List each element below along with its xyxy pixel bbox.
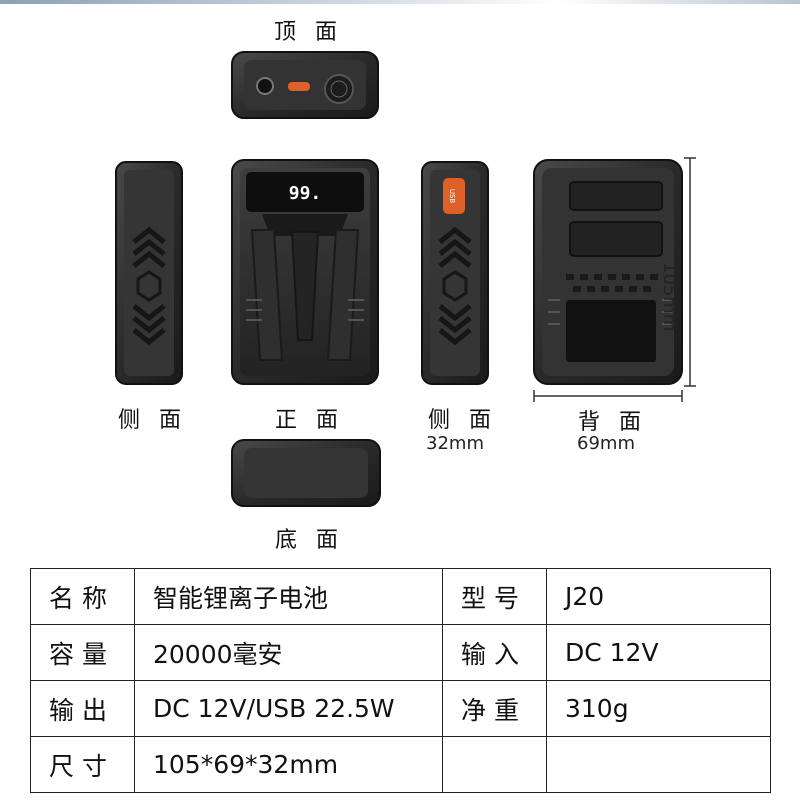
- table-row: 尺寸 105*69*32mm: [30, 736, 771, 793]
- fingerprint-button-icon: [324, 74, 354, 104]
- label-back-view: 背 面: [578, 410, 647, 435]
- dimension-width: 69mm: [577, 433, 635, 454]
- spec-label: [442, 736, 547, 793]
- table-row: 容量 20000毫安 输入 DC 12V: [30, 624, 771, 681]
- spec-table: 名称 智能锂离子电池 型号 J20 容量 20000毫安 输入 DC 12V 输…: [30, 568, 771, 793]
- spec-label: 输出: [30, 680, 135, 737]
- right-side-view: USB: [421, 161, 489, 385]
- label-bottom-view: 底 面: [275, 528, 344, 553]
- spec-label: 容量: [30, 624, 135, 681]
- spec-value: J20: [546, 568, 771, 625]
- left-side-view: [115, 161, 183, 385]
- spec-value: [546, 736, 771, 793]
- dc-port-icon: [256, 77, 274, 95]
- label-right-side-view: 侧 面: [428, 408, 497, 433]
- spec-value: 310g: [546, 680, 771, 737]
- table-row: 输出 DC 12V/USB 22.5W 净重 310g: [30, 680, 771, 737]
- label-front-view: 正 面: [275, 408, 344, 433]
- spec-value: 20000毫安: [134, 624, 443, 681]
- spec-label: 型号: [442, 568, 547, 625]
- product-views-illustration: 99. USB: [115, 51, 696, 507]
- table-row: 名称 智能锂离子电池 型号 J20: [30, 568, 771, 625]
- label-top-view: 顶 面: [274, 20, 343, 45]
- spec-value: 智能锂离子电池: [134, 568, 443, 625]
- usb-port-label: USB: [448, 189, 456, 204]
- usb-port-icon: [443, 178, 465, 214]
- spec-label: 名称: [30, 568, 135, 625]
- type-c-port-icon: [288, 82, 310, 91]
- spec-value: DC 12V: [546, 624, 771, 681]
- dimension-lines: [533, 157, 696, 402]
- top-decor-strip: [0, 0, 800, 4]
- spec-label: 尺寸: [30, 736, 135, 793]
- spec-label: 输入: [442, 624, 547, 681]
- dimension-thickness: 32mm: [426, 433, 484, 454]
- dimension-height: 105mm: [659, 262, 680, 332]
- label-left-side-view: 侧 面: [118, 408, 187, 433]
- top-view: [231, 51, 379, 119]
- spec-label: 净重: [442, 680, 547, 737]
- bottom-view: [231, 439, 381, 507]
- display-screen: [246, 172, 364, 212]
- battery-display-text: 99.: [289, 183, 322, 204]
- front-view: 99.: [231, 159, 379, 385]
- back-label-area: [566, 300, 656, 362]
- spec-value: DC 12V/USB 22.5W: [134, 680, 443, 737]
- back-view: [533, 159, 683, 385]
- spec-value: 105*69*32mm: [134, 736, 443, 793]
